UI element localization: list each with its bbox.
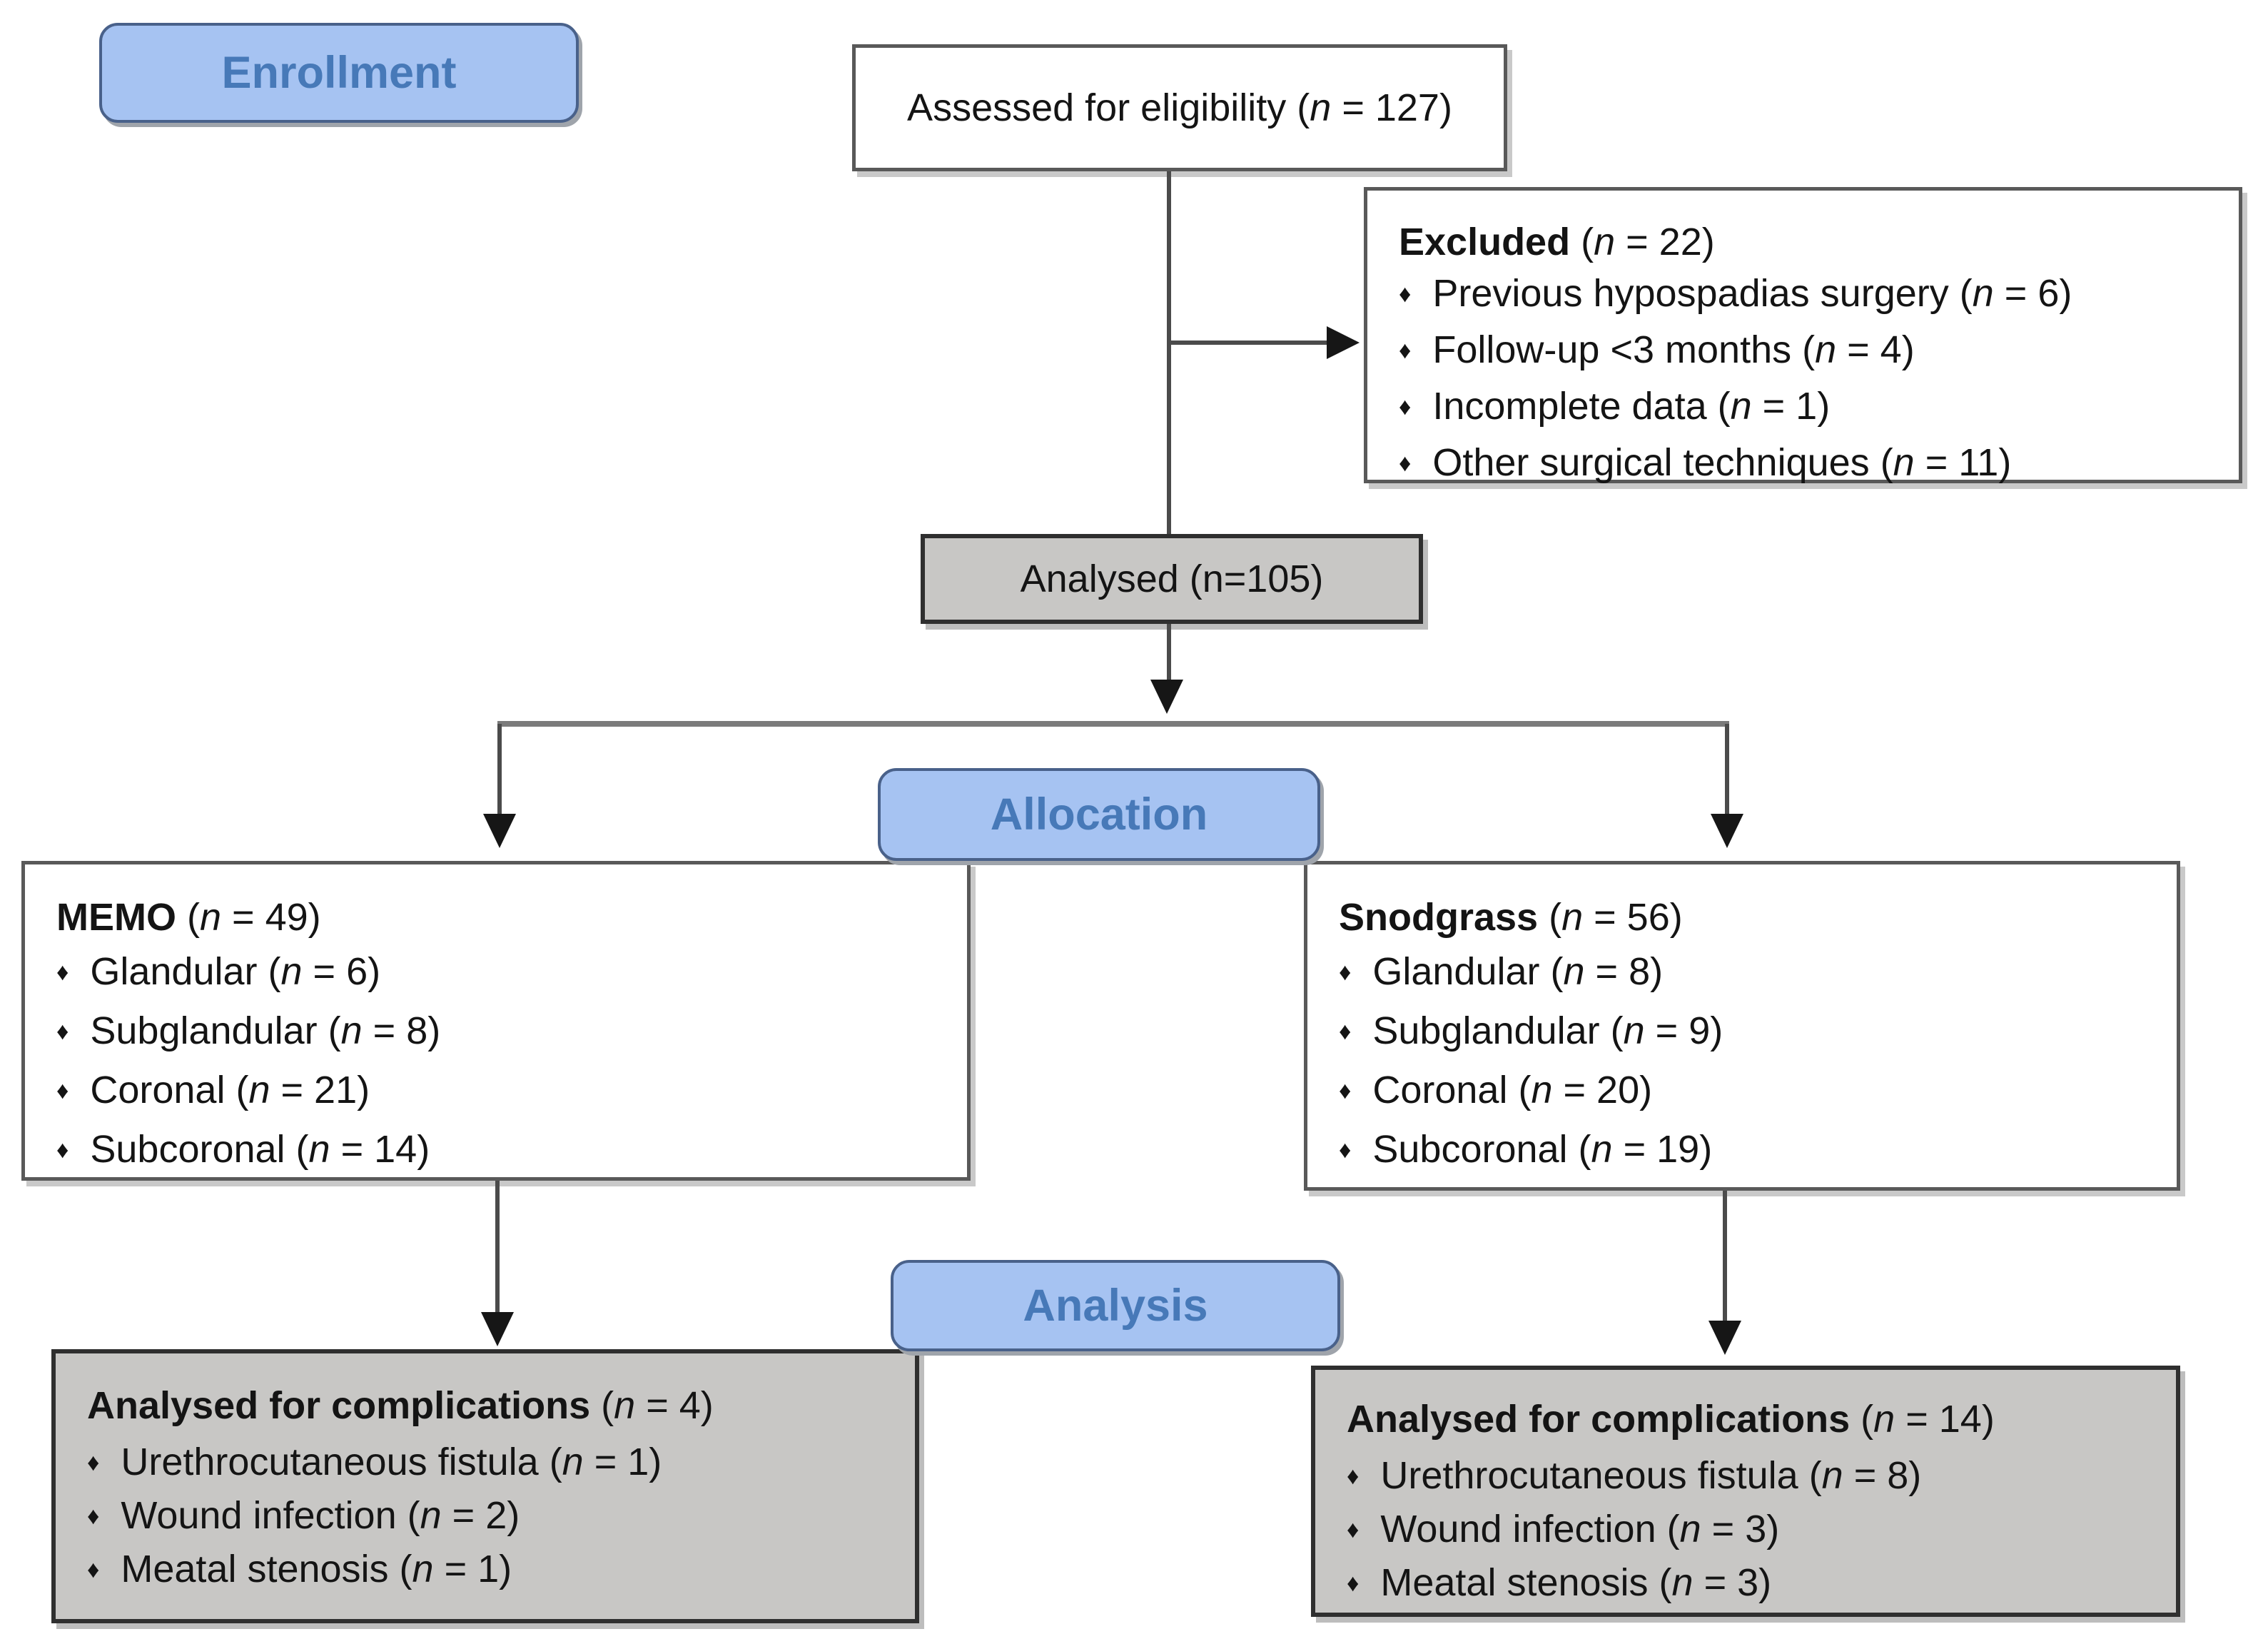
connector-snodgrass-to-complications xyxy=(1723,1191,1727,1321)
memo-item-text: Subcoronal (n = 14) xyxy=(90,1128,430,1171)
memo-item: ♦ Glandular (n = 6) xyxy=(56,944,946,1004)
connector-allocation-junction xyxy=(497,721,1729,727)
arrowhead-down-icon xyxy=(1711,814,1743,848)
memo-complications-title: Analysed for complications (n = 4) xyxy=(87,1384,714,1427)
connector-branch-to-excluded xyxy=(1167,341,1327,345)
connector-analysed-to-junction xyxy=(1167,624,1171,681)
diamond-bullet-icon: ♦ xyxy=(56,1018,69,1045)
excluded-item-text: Other surgical techniques (n = 11) xyxy=(1432,441,2012,484)
diamond-bullet-icon: ♦ xyxy=(87,1449,100,1476)
excluded-item: ♦ Previous hypospadias surgery (n = 6) xyxy=(1399,268,2217,324)
snodgrass-item-text: Glandular (n = 8) xyxy=(1372,950,1664,993)
snodgrass-complications-item-text: Meatal stenosis (n = 3) xyxy=(1380,1561,1772,1604)
arrowhead-down-icon xyxy=(1150,680,1183,714)
diamond-bullet-icon: ♦ xyxy=(56,1077,69,1104)
diamond-bullet-icon: ♦ xyxy=(1399,450,1412,477)
memo-complications-item-text: Wound infection (n = 2) xyxy=(121,1494,520,1537)
snodgrass-complications-item: ♦ Meatal stenosis (n = 3) xyxy=(1347,1558,2155,1612)
arrowhead-down-icon xyxy=(481,1312,514,1346)
snodgrass-item-text: Subcoronal (n = 19) xyxy=(1372,1128,1713,1171)
allocation-stage-label: Allocation xyxy=(878,768,1320,861)
excluded-item-text: Previous hypospadias surgery (n = 6) xyxy=(1432,272,2072,315)
connector-memo-to-complications xyxy=(495,1181,500,1312)
diamond-bullet-icon: ♦ xyxy=(1339,1136,1352,1164)
memo-complications-item-text: Meatal stenosis (n = 1) xyxy=(121,1548,512,1590)
excluded-item: ♦ Follow-up <3 months (n = 4) xyxy=(1399,324,2217,380)
excluded-item-text: Follow-up <3 months (n = 4) xyxy=(1432,328,1915,371)
diamond-bullet-icon: ♦ xyxy=(56,959,69,986)
diamond-bullet-icon: ♦ xyxy=(1339,1018,1352,1045)
memo-item-text: Coronal (n = 21) xyxy=(90,1069,370,1111)
diamond-bullet-icon: ♦ xyxy=(1347,1463,1360,1490)
arrowhead-down-icon xyxy=(483,814,516,848)
memo-complications-item: ♦ Wound infection (n = 2) xyxy=(87,1491,893,1545)
snodgrass-item-text: Coronal (n = 20) xyxy=(1372,1069,1653,1111)
snodgrass-complications-item-text: Wound infection (n = 3) xyxy=(1380,1508,1780,1550)
memo-complications-item-text: Urethrocutaneous fistula (n = 1) xyxy=(121,1441,662,1483)
connector-junction-to-memo xyxy=(497,724,502,815)
diamond-bullet-icon: ♦ xyxy=(1339,959,1352,986)
connector-junction-to-snodgrass xyxy=(1725,724,1729,815)
enrollment-stage-text: Enrollment xyxy=(221,48,457,98)
snodgrass-complications-item-text: Urethrocutaneous fistula (n = 8) xyxy=(1380,1454,1922,1497)
excluded-item: ♦ Other surgical techniques (n = 11) xyxy=(1399,437,2217,493)
diamond-bullet-icon: ♦ xyxy=(1399,393,1412,420)
memo-item: ♦ Subglandular (n = 8) xyxy=(56,1004,946,1063)
diamond-bullet-icon: ♦ xyxy=(1347,1516,1360,1543)
snodgrass-item: ♦ Glandular (n = 8) xyxy=(1339,944,2155,1004)
diamond-bullet-icon: ♦ xyxy=(1339,1077,1352,1104)
diamond-bullet-icon: ♦ xyxy=(56,1136,69,1164)
diamond-bullet-icon: ♦ xyxy=(1347,1570,1360,1597)
arrowhead-down-icon xyxy=(1708,1321,1741,1355)
assessed-for-eligibility-box: Assessed for eligibility (n = 127) xyxy=(852,44,1507,171)
analysis-stage-text: Analysis xyxy=(1023,1281,1208,1331)
memo-complications-item: ♦ Meatal stenosis (n = 1) xyxy=(87,1545,893,1598)
memo-item: ♦ Subcoronal (n = 14) xyxy=(56,1122,946,1181)
memo-allocation-box: MEMO (n = 49) ♦ Glandular (n = 6) ♦ Subg… xyxy=(21,861,971,1181)
snodgrass-item: ♦ Subglandular (n = 9) xyxy=(1339,1004,2155,1063)
analysed-text: Analysed (n=105) xyxy=(1020,558,1324,600)
snodgrass-item-text: Subglandular (n = 9) xyxy=(1372,1009,1723,1052)
connector-assessed-to-analysed xyxy=(1167,171,1171,534)
diamond-bullet-icon: ♦ xyxy=(87,1556,100,1583)
memo-title: MEMO (n = 49) xyxy=(56,896,321,939)
arrowhead-right-icon xyxy=(1327,326,1360,359)
diamond-bullet-icon: ♦ xyxy=(87,1503,100,1530)
memo-complications-item: ♦ Urethrocutaneous fistula (n = 1) xyxy=(87,1438,893,1491)
enrollment-stage-label: Enrollment xyxy=(99,23,579,123)
assessed-text: Assessed for eligibility (n = 127) xyxy=(907,86,1452,129)
diamond-bullet-icon: ♦ xyxy=(1399,337,1412,364)
memo-item-text: Glandular (n = 6) xyxy=(90,950,381,993)
snodgrass-item: ♦ Subcoronal (n = 19) xyxy=(1339,1122,2155,1181)
snodgrass-complications-item: ♦ Wound infection (n = 3) xyxy=(1347,1505,2155,1558)
memo-complications-box: Analysed for complications (n = 4) ♦ Ure… xyxy=(51,1349,919,1623)
allocation-stage-text: Allocation xyxy=(990,790,1208,839)
snodgrass-complications-title: Analysed for complications (n = 14) xyxy=(1347,1398,1995,1441)
excluded-title: Excluded (n = 22) xyxy=(1399,221,1715,263)
excluded-item-text: Incomplete data (n = 1) xyxy=(1432,385,1831,428)
snodgrass-complications-box: Analysed for complications (n = 14) ♦ Ur… xyxy=(1311,1366,2180,1617)
snodgrass-allocation-box: Snodgrass (n = 56) ♦ Glandular (n = 8) ♦… xyxy=(1304,861,2180,1191)
memo-item-text: Subglandular (n = 8) xyxy=(90,1009,441,1052)
diamond-bullet-icon: ♦ xyxy=(1399,281,1412,308)
snodgrass-complications-item: ♦ Urethrocutaneous fistula (n = 8) xyxy=(1347,1451,2155,1505)
memo-item: ♦ Coronal (n = 21) xyxy=(56,1063,946,1122)
excluded-box: Excluded (n = 22) ♦ Previous hypospadias… xyxy=(1364,187,2242,484)
excluded-item: ♦ Incomplete data (n = 1) xyxy=(1399,380,2217,437)
snodgrass-item: ♦ Coronal (n = 20) xyxy=(1339,1063,2155,1122)
snodgrass-title: Snodgrass (n = 56) xyxy=(1339,896,1683,939)
analysed-box: Analysed (n=105) xyxy=(921,534,1423,624)
analysis-stage-label: Analysis xyxy=(891,1260,1340,1351)
